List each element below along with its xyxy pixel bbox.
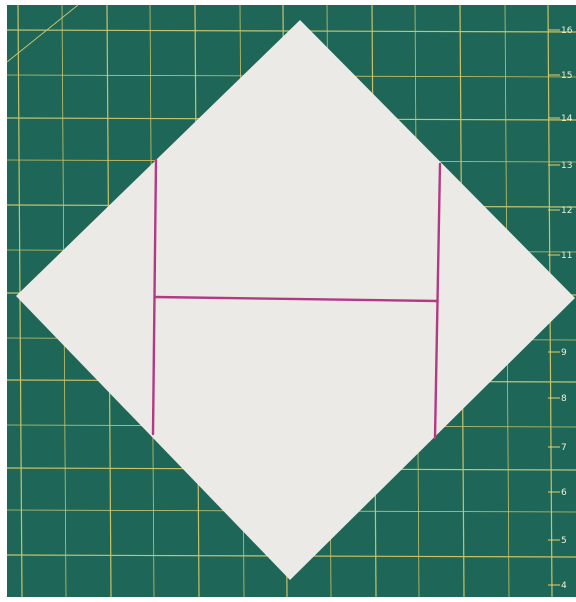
ruler-label: 16 xyxy=(561,26,573,36)
ruler-label: 6 xyxy=(561,488,567,498)
ruler-label: 9 xyxy=(561,348,567,358)
ruler-label: 13 xyxy=(561,161,572,171)
ruler-label: 15 xyxy=(561,71,572,81)
ruler-label: 8 xyxy=(561,394,567,404)
ruler-label: 14 xyxy=(561,114,573,124)
ruler-label: 7 xyxy=(561,443,567,453)
ruler-label: 11 xyxy=(561,251,572,261)
ruler-label: 5 xyxy=(561,536,567,546)
ruler-label: 4 xyxy=(561,581,567,591)
ruler-label: 12 xyxy=(561,206,572,216)
